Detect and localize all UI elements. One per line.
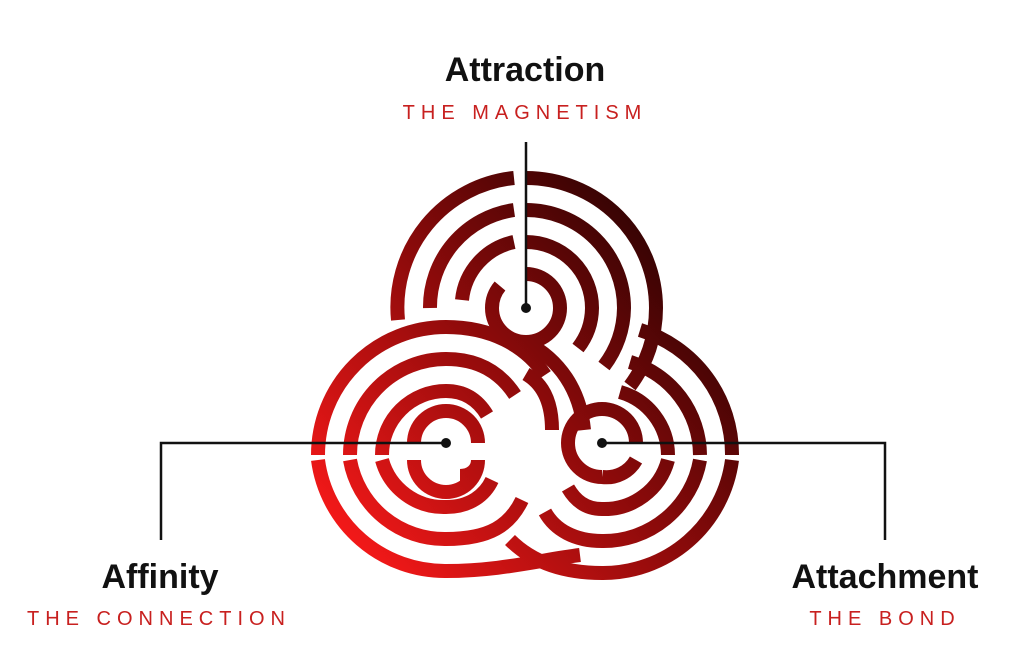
connector-lines bbox=[159, 142, 887, 540]
attachment-subtitle: THE BOND bbox=[809, 608, 961, 630]
spiral-left bbox=[311, 319, 581, 579]
connector-attachment bbox=[602, 441, 887, 540]
center-dot-affinity bbox=[441, 438, 451, 448]
affinity-title: Affinity bbox=[101, 558, 219, 596]
spiral-right bbox=[505, 323, 740, 581]
connector-affinity bbox=[159, 441, 446, 540]
attraction-title: Attraction bbox=[444, 51, 606, 89]
attachment-title: Attachment bbox=[791, 558, 979, 596]
spiral-top bbox=[390, 171, 664, 431]
triskelion-symbol bbox=[311, 171, 740, 581]
center-dot-attachment bbox=[597, 438, 607, 448]
center-dots bbox=[441, 303, 607, 448]
center-dot-attraction bbox=[521, 303, 531, 313]
attraction-subtitle: THE MAGNETISM bbox=[402, 102, 648, 124]
affinity-subtitle: THE CONNECTION bbox=[27, 608, 291, 630]
